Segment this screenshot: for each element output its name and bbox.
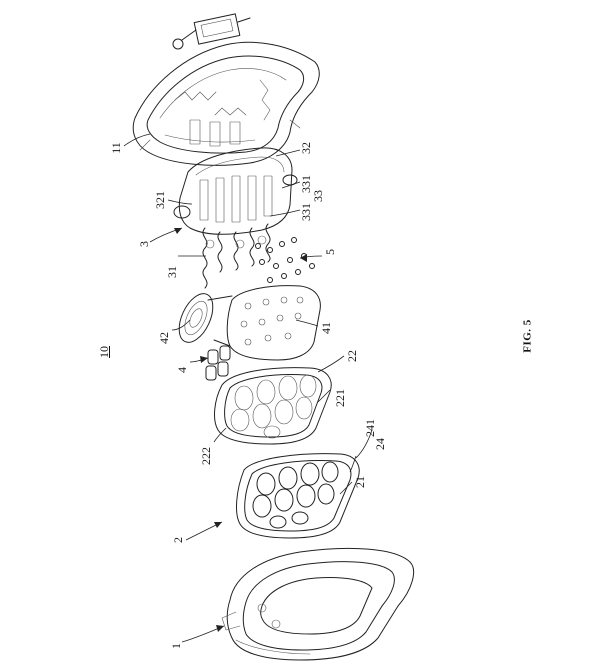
ref-221: 221 — [333, 389, 347, 407]
ref-41: 41 — [319, 322, 333, 334]
balls-part — [255, 237, 315, 283]
ref-5: 5 — [323, 249, 337, 255]
ref-3: 3 — [137, 241, 151, 247]
ref-33: 33 — [311, 190, 325, 202]
ref-222: 222 — [199, 447, 213, 465]
pin-module-part — [173, 147, 298, 289]
circuit-module-part — [178, 285, 321, 381]
rear-housing-part — [132, 13, 320, 166]
seal-frame-part — [214, 367, 332, 445]
ref-4: 4 — [175, 367, 189, 373]
front-housing-part — [221, 547, 414, 661]
ref-321: 321 — [153, 191, 167, 209]
ref-331-lower: 331 — [299, 203, 313, 221]
ref-32: 32 — [299, 142, 313, 154]
ref-42: 42 — [157, 332, 171, 344]
ref-2: 2 — [171, 537, 185, 543]
ref-24: 24 — [373, 438, 387, 450]
ref-241: 241 — [363, 419, 377, 437]
ref-10-assembly: 10 — [97, 346, 111, 358]
ref-11: 11 — [109, 142, 123, 154]
ref-1: 1 — [169, 643, 183, 649]
seal-plate-part — [236, 453, 360, 539]
ref-31: 31 — [165, 266, 179, 278]
figure-caption: FIG. 5 — [521, 319, 534, 353]
leader-lines — [123, 133, 373, 643]
ref-22: 22 — [345, 350, 359, 362]
ref-21: 21 — [353, 476, 367, 488]
